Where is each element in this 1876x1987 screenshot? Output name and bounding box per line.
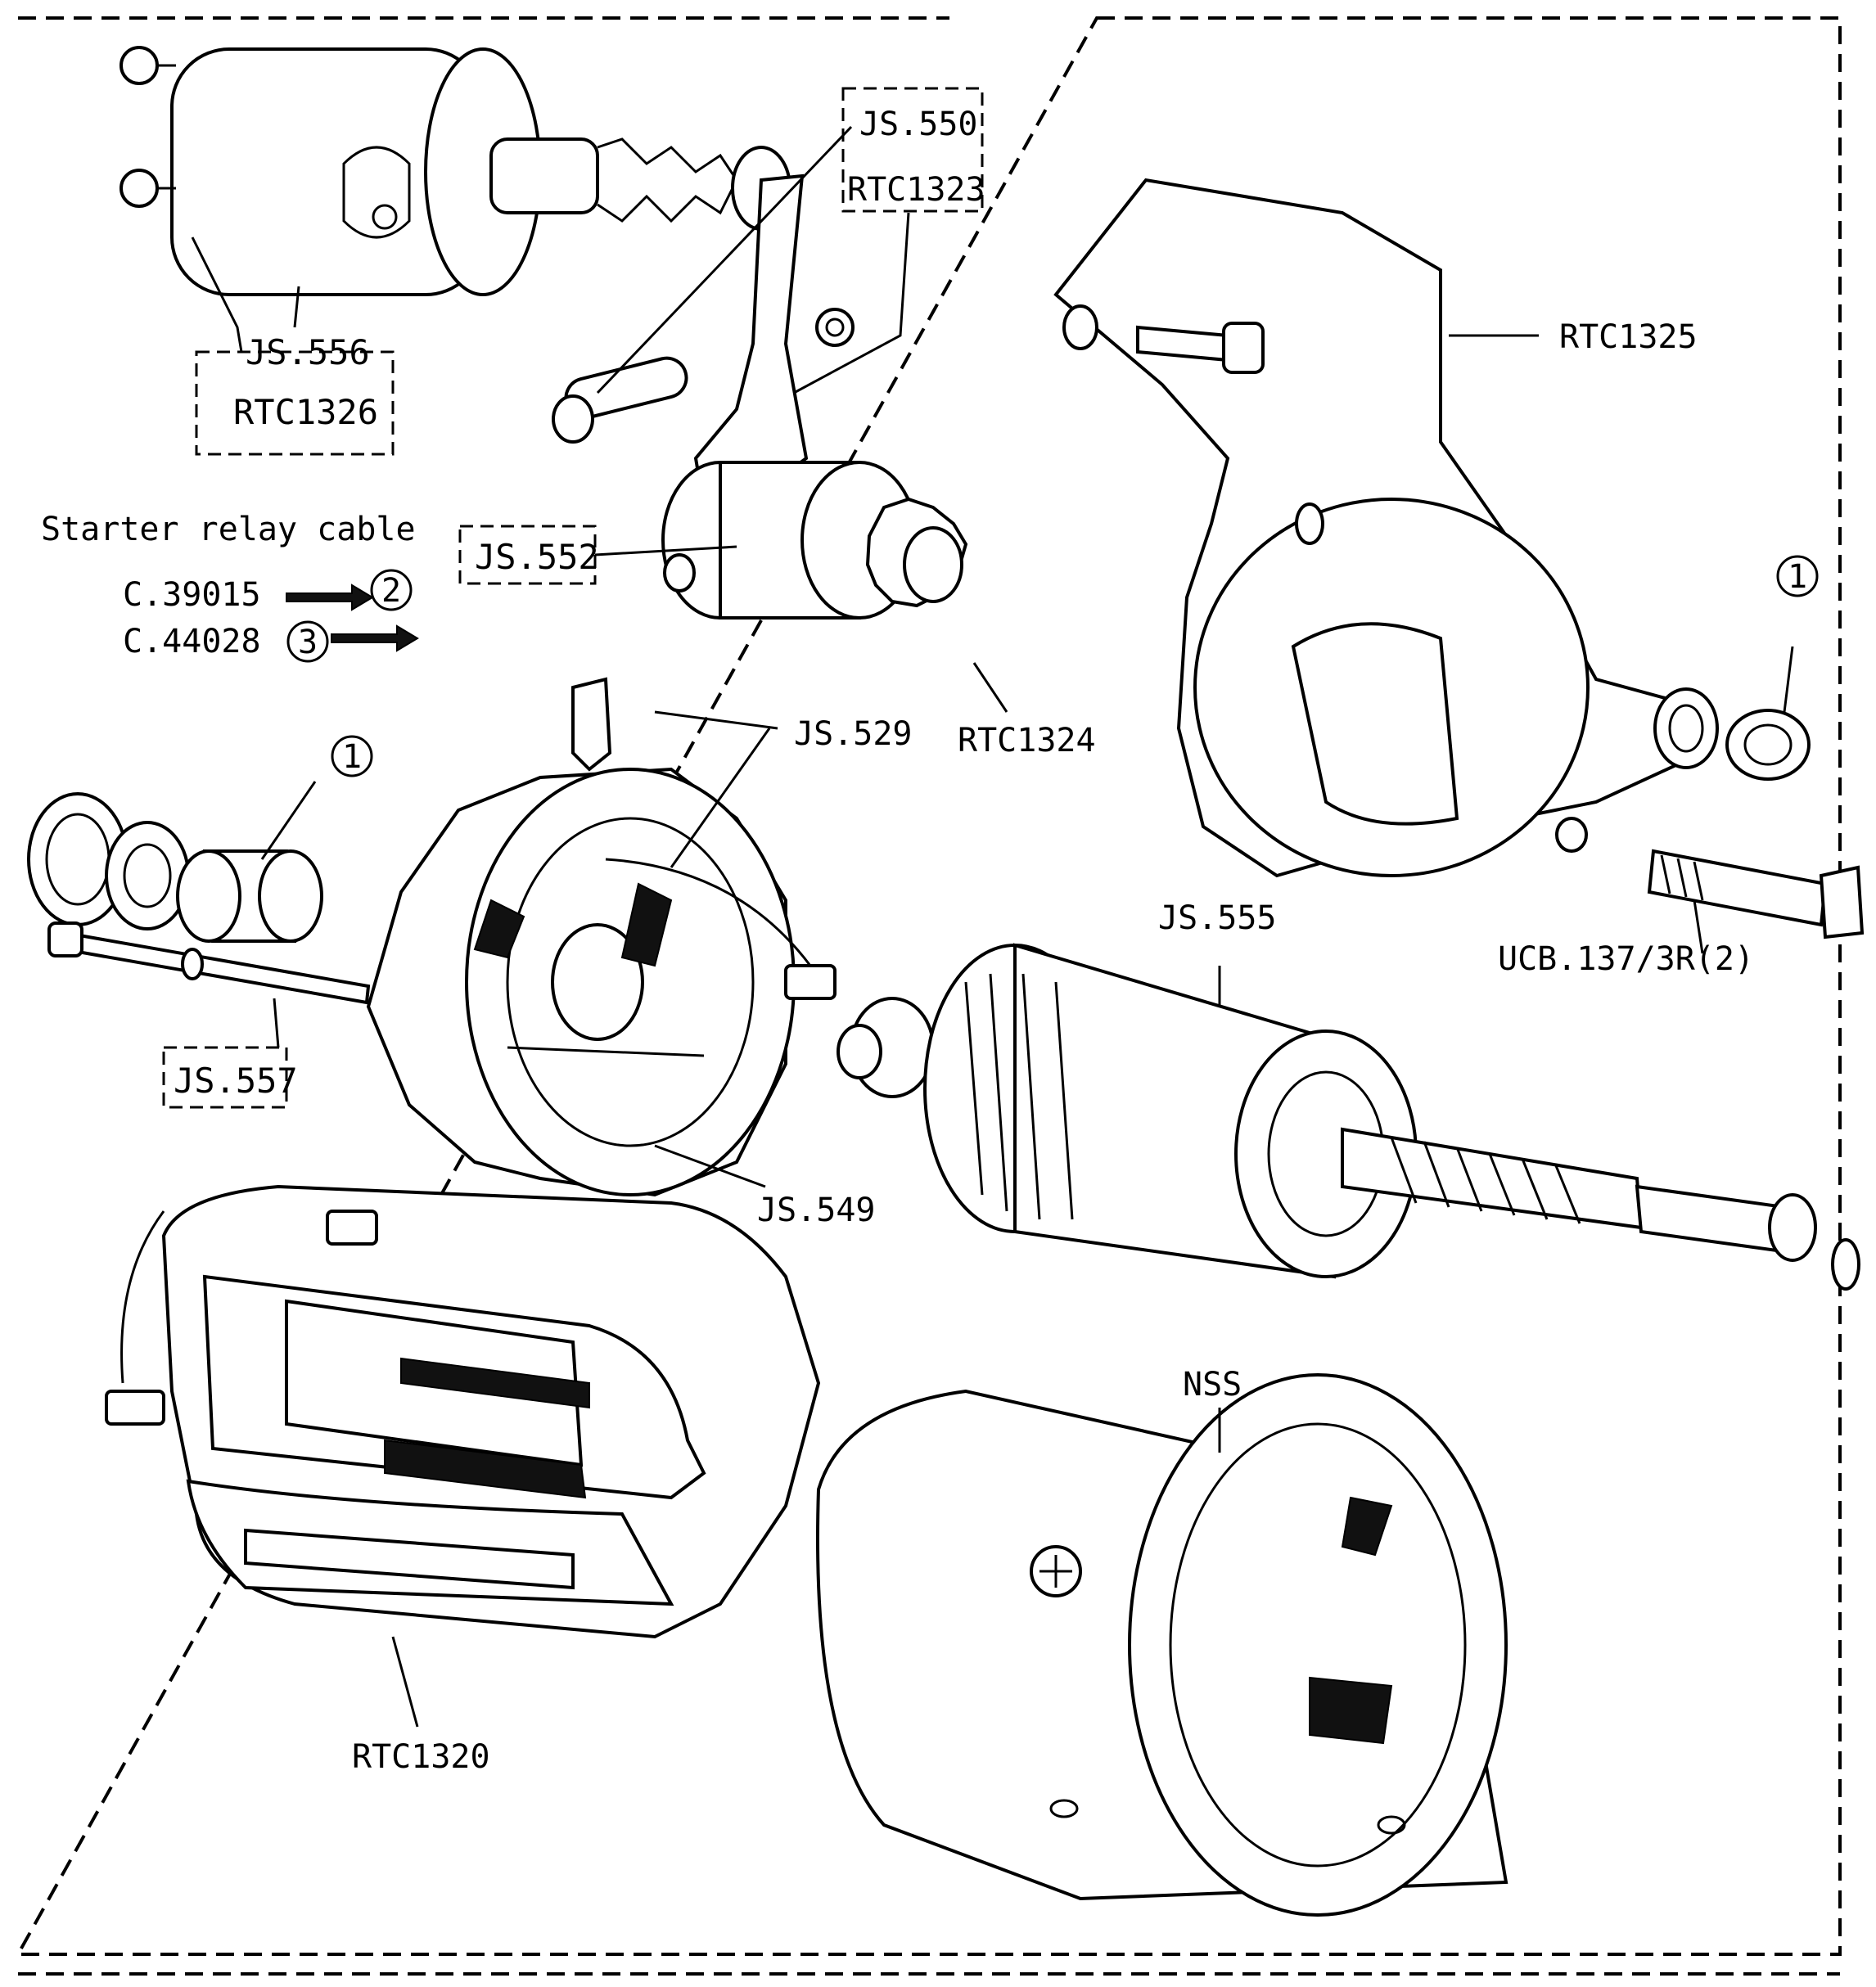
label-rtc1326: RTC1326	[233, 392, 378, 432]
armature-part	[837, 943, 1817, 1279]
svg-text:2: 2	[381, 572, 401, 610]
circle-marker-2: 2	[370, 569, 413, 611]
label-nss: NSS	[1183, 1366, 1242, 1404]
circle-marker-3: 3	[286, 620, 329, 663]
svg-text:1: 1	[342, 738, 362, 776]
through-bolt-left-part	[47, 921, 371, 1005]
shift-lever-part	[552, 173, 855, 510]
drive-end-bracket-part	[1053, 178, 1719, 878]
label-js555: JS.555	[1158, 899, 1277, 937]
relay-arrows	[286, 583, 419, 652]
bush-left-part	[176, 849, 323, 943]
circle-marker-1-right: 1	[1776, 555, 1819, 597]
pinion-drive-part	[661, 461, 968, 620]
label-starter-relay-cable: Starter relay cable	[41, 511, 416, 548]
solenoid-part	[120, 46, 791, 296]
label-js557: JS.557	[174, 1061, 298, 1101]
circle-marker-1-left: 1	[331, 735, 373, 777]
circlip-right-part	[1831, 1238, 1860, 1291]
label-rtc1323: RTC1323	[847, 171, 985, 209]
label-rtc1325: RTC1325	[1559, 318, 1698, 356]
label-js529: JS.529	[794, 715, 913, 753]
svg-text:1: 1	[1788, 558, 1807, 596]
svg-text:3: 3	[298, 624, 318, 661]
commutator-end-bracket-part	[366, 677, 796, 1197]
label-js552: JS.552	[475, 537, 599, 577]
label-js556: JS.556	[246, 332, 370, 372]
label-rtc1320: RTC1320	[352, 1738, 490, 1776]
leader-lines	[191, 125, 1794, 1728]
through-bolt-part	[1647, 849, 1865, 939]
label-rtc1324: RTC1324	[958, 722, 1096, 759]
label-js550: JS.550	[859, 106, 978, 143]
star-washer-part	[105, 821, 190, 930]
bush-right-part	[1725, 709, 1811, 781]
yoke-part	[816, 1373, 1508, 1917]
label-js549: JS.549	[757, 1192, 876, 1229]
brush-lead-part	[605, 858, 837, 1000]
label-c44028: C.44028	[123, 623, 261, 660]
label-ucb137: UCB.137/3R(2)	[1498, 940, 1754, 978]
field-coils-part	[105, 1184, 821, 1639]
label-c39015: C.39015	[123, 576, 261, 614]
